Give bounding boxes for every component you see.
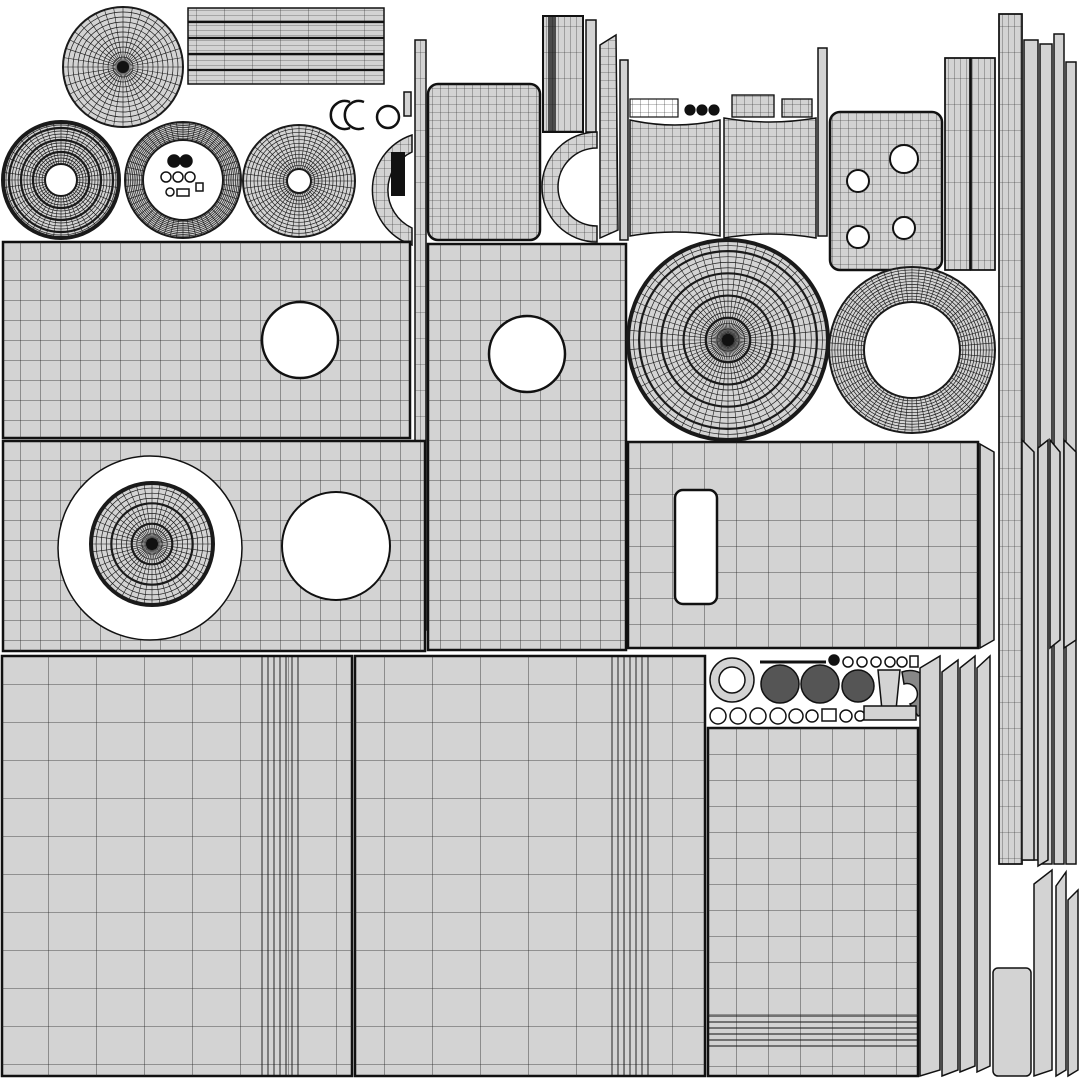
thin-vertical-strip-b <box>817 47 828 237</box>
small-pieces-row <box>629 94 813 118</box>
small-hole-cluster <box>160 154 204 197</box>
small-parts-cluster <box>709 654 935 725</box>
panel-bottom-small <box>706 726 920 1078</box>
right-strips-mid <box>1021 437 1077 868</box>
strip-block-top <box>187 7 385 85</box>
right-strips-bottom <box>919 654 1079 1078</box>
woofer-disk <box>89 481 215 607</box>
large-panel-bottom-center <box>353 654 707 1078</box>
disk-with-holes <box>124 121 242 239</box>
ribbed-strips-top <box>542 15 597 133</box>
radial-ring-right <box>828 266 996 434</box>
panel-single-hole-tall <box>426 242 628 652</box>
panel-slot-port <box>626 440 995 650</box>
panel-single-hole-wide <box>1 240 412 440</box>
rounded-block-top <box>426 82 542 242</box>
curved-panel-b <box>723 117 817 239</box>
half-ring-arc-left <box>371 133 413 247</box>
radial-disk-large <box>62 6 184 128</box>
tiny-tab <box>403 91 412 117</box>
curved-panel-a <box>629 119 721 237</box>
large-panel-bottom-left <box>0 654 354 1078</box>
slanted-panel <box>599 33 629 241</box>
ring-disk-mid <box>242 124 356 238</box>
right-strips-top <box>944 57 996 271</box>
radial-speaker-cone <box>626 238 830 442</box>
ring-disk-left <box>1 120 121 240</box>
three-hole-block <box>828 110 944 272</box>
half-ring-arc-right <box>541 131 598 243</box>
c-clip-pieces <box>329 99 401 131</box>
